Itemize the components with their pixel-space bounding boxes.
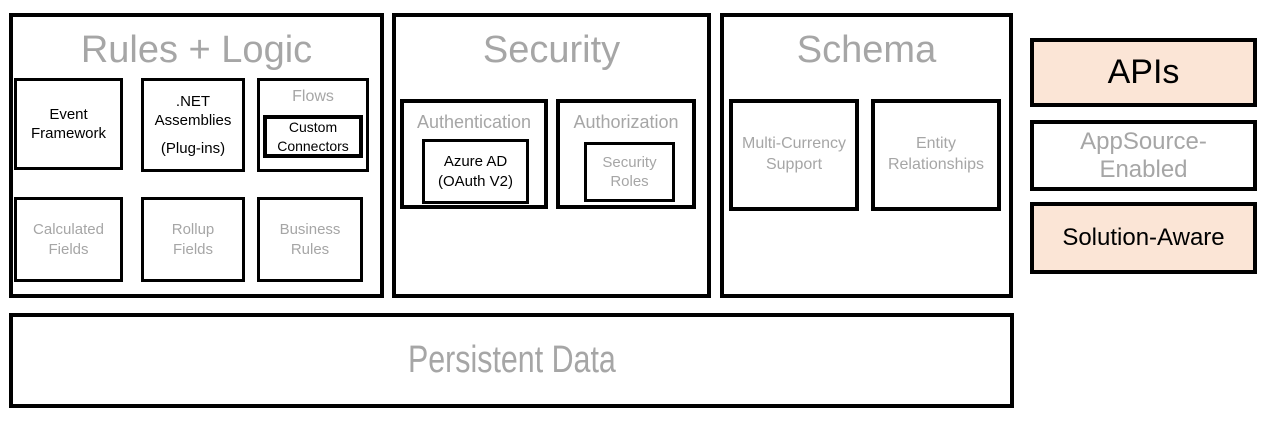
security-roles-box: Security Roles (584, 142, 675, 202)
rollup-fields-box: Rollup Fields (141, 197, 245, 282)
schema-section: Schema Multi-Currency Support Entity Rel… (720, 13, 1013, 298)
persistent-data-section: Persistent Data (9, 313, 1014, 408)
azure-ad-box: Azure AD (OAuth V2) (422, 139, 529, 204)
authentication-box: Authentication Azure AD (OAuth V2) (400, 99, 548, 209)
rules-logic-section: Rules + Logic Event Framework .NET Assem… (9, 13, 384, 298)
authorization-box: Authorization Security Roles (556, 99, 696, 209)
appsource-enabled-box: AppSource- Enabled (1030, 120, 1257, 191)
appsource-enabled-label-line1: AppSource- (1080, 127, 1207, 155)
security-section: Security Authentication Azure AD (OAuth … (392, 13, 711, 298)
appsource-enabled-label-line2: Enabled (1099, 155, 1188, 183)
calculated-fields-box: Calculated Fields (14, 197, 123, 282)
security-title: Security (482, 29, 621, 71)
azure-ad-label: Azure AD (OAuth V2) (437, 153, 514, 190)
security-roles-label: Security Roles (602, 153, 657, 191)
solution-aware-label: Solution-Aware (1062, 224, 1225, 252)
authentication-label: Authentication (416, 112, 532, 132)
business-rules-box: Business Rules (257, 197, 363, 282)
custom-connectors-box: Custom Connectors (263, 115, 363, 158)
persistent-data-title: Persistent Data (407, 338, 616, 381)
apis-box: APIs (1030, 38, 1257, 107)
entity-relationships-box: Entity Relationships (871, 99, 1001, 211)
dotnet-assemblies-label: .NET Assemblies (154, 92, 232, 130)
business-rules-label: Business Rules (279, 221, 341, 258)
rollup-fields-label: Rollup Fields (171, 221, 215, 258)
calculated-fields-label: Calculated Fields (33, 221, 104, 258)
multi-currency-box: Multi-Currency Support (729, 99, 859, 211)
event-framework-box: Event Framework (14, 78, 123, 170)
flows-label: Flows (292, 88, 334, 105)
dotnet-plugins-label: (Plug-ins) (160, 139, 226, 157)
event-framework-label: Event Framework (30, 105, 106, 143)
flows-box: Flows Custom Connectors (257, 78, 369, 172)
rules-logic-title: Rules + Logic (80, 29, 313, 71)
schema-title: Schema (796, 29, 937, 71)
custom-connectors-label: Custom Connectors (277, 119, 349, 154)
authorization-label: Authorization (573, 112, 679, 132)
solution-aware-box: Solution-Aware (1030, 202, 1257, 274)
apis-label: APIs (1107, 52, 1180, 91)
multi-currency-label: Multi-Currency Support (741, 135, 846, 173)
entity-relationships-label: Entity Relationships (887, 135, 985, 173)
dotnet-assemblies-box: .NET Assemblies (Plug-ins) (141, 78, 245, 172)
